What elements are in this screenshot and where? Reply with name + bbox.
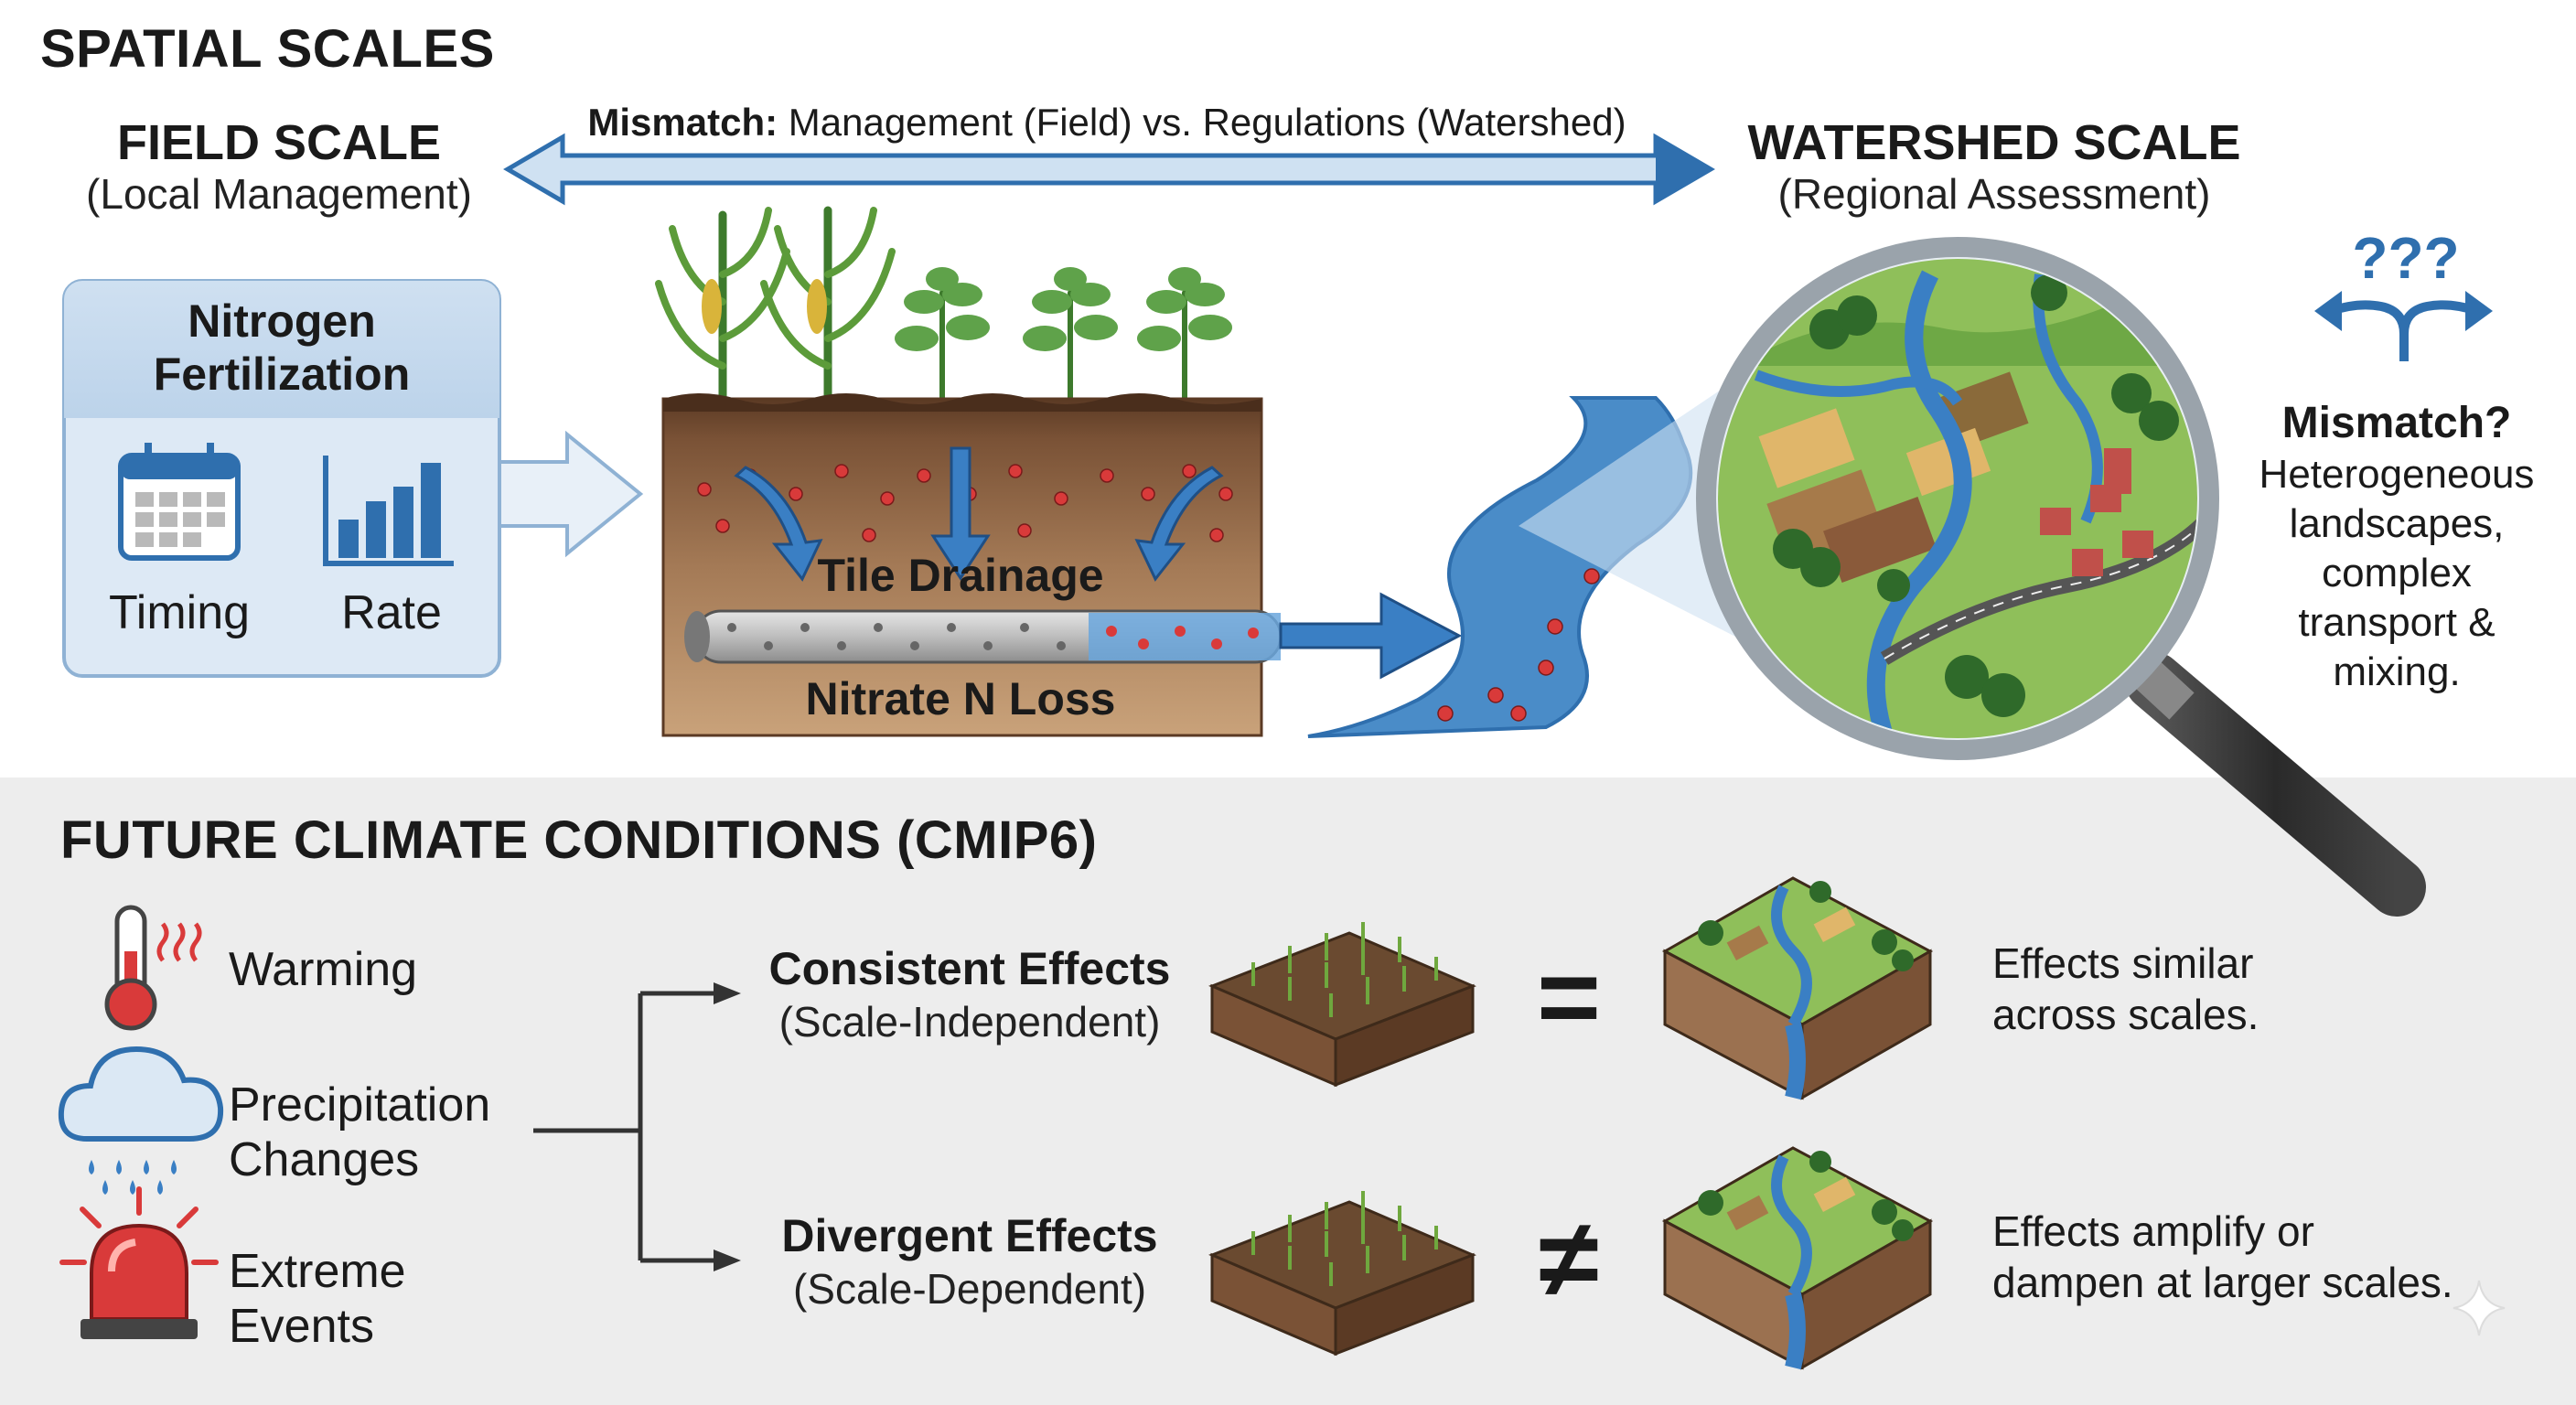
divergent-effects-subtitle: (Scale-Dependent) — [792, 1265, 1147, 1313]
outcome-bracket — [533, 991, 718, 1263]
watershed-scale-title: WATERSHED SCALE — [1747, 115, 2241, 170]
rate-label: Rate — [341, 586, 442, 639]
section-title-spatial-scales: SPATIAL SCALES — [40, 19, 495, 79]
divergent-effects-title: Divergent Effects — [781, 1210, 1158, 1261]
alarm-light-icon — [59, 1186, 219, 1339]
field-scale-title: FIELD SCALE — [116, 115, 441, 170]
consistent-desc-line2: across scales. — [1992, 991, 2259, 1038]
mismatch-line: complex — [2322, 551, 2472, 595]
tile-drainage-label: Tile Drainage — [817, 550, 1104, 601]
fertilization-title-line2: Fertilization — [153, 349, 411, 400]
calendar-icon — [118, 443, 241, 561]
timing-label: Timing — [108, 586, 251, 639]
divergent-effects-description: Effects amplify or dampen at larger scal… — [1992, 1206, 2453, 1308]
question-marks: ??? — [2352, 225, 2460, 291]
field-scale-subtitle: (Local Management) — [86, 170, 472, 218]
field-plot-icon — [1208, 1191, 1476, 1357]
mismatch-arrow-label: Mismatch: Management (Field) vs. Regulat… — [567, 101, 1647, 145]
mismatch-arrow-label-bold: Mismatch: — [587, 101, 778, 144]
not-equal-symbol: ≠ — [1539, 1197, 1599, 1320]
section-title-climate: FUTURE CLIMATE CONDITIONS (CMIP6) — [60, 810, 1098, 870]
nitrate-loss-label: Nitrate N Loss — [805, 673, 1116, 724]
consistent-effects-description: Effects similar across scales. — [1992, 938, 2259, 1040]
thermometer-icon — [104, 905, 202, 1031]
divergent-desc-line2: dampen at larger scales. — [1992, 1259, 2453, 1306]
driver-extreme-events: Extreme Events — [229, 1244, 406, 1354]
fertilization-title-line1: Nitrogen — [188, 295, 376, 347]
fertilization-box — [62, 279, 501, 678]
driver-extreme-line2: Events — [229, 1300, 374, 1353]
consistent-effects-title: Consistent Effects — [768, 943, 1171, 994]
driver-warming: Warming — [229, 943, 418, 996]
bar-chart-icon — [323, 456, 454, 566]
driver-extreme-line1: Extreme — [229, 1245, 406, 1298]
magnifier-icon — [1696, 237, 2426, 917]
mismatch-arrow-label-text: Management (Field) vs. Regulations (Wate… — [788, 101, 1626, 144]
mismatch-question-body: Heterogeneous landscapes, complex transp… — [2232, 450, 2561, 697]
magnifier-beam — [1519, 375, 1743, 640]
equals-symbol: = — [1536, 936, 1602, 1058]
consistent-desc-line1: Effects similar — [1992, 939, 2254, 987]
mismatch-line: Heterogeneous — [2259, 452, 2535, 497]
mismatch-line: landscapes, — [2289, 501, 2505, 546]
crop-row-icon — [655, 206, 1232, 437]
fertilization-flow-arrow — [498, 430, 644, 558]
sparkle-icon — [2453, 1280, 2506, 1336]
consistent-effects-subtitle: (Scale-Independent) — [778, 998, 1161, 1046]
watershed-scale-subtitle: (Regional Assessment) — [1777, 170, 2211, 218]
rain-cloud-icon — [58, 1046, 224, 1195]
question-branch-icon — [2314, 291, 2493, 361]
outflow-arrow — [1279, 592, 1463, 680]
mismatch-double-arrow — [503, 133, 1715, 206]
divergent-desc-line1: Effects amplify or — [1992, 1207, 2314, 1255]
mismatch-question-title: Mismatch? — [2281, 399, 2512, 447]
watershed-block-icon — [1661, 876, 1934, 1100]
mismatch-line: transport & — [2298, 600, 2496, 645]
driver-precipitation: Precipitation Changes — [229, 1078, 490, 1187]
driver-precipitation-line2: Changes — [229, 1133, 420, 1186]
driver-precipitation-line1: Precipitation — [229, 1078, 491, 1132]
field-plot-icon — [1208, 922, 1476, 1088]
soil-profile — [661, 393, 1283, 737]
watershed-block-icon — [1661, 1146, 1934, 1370]
mismatch-line: mixing. — [2333, 649, 2461, 694]
fertilization-title: Nitrogen Fertilization — [64, 295, 499, 401]
